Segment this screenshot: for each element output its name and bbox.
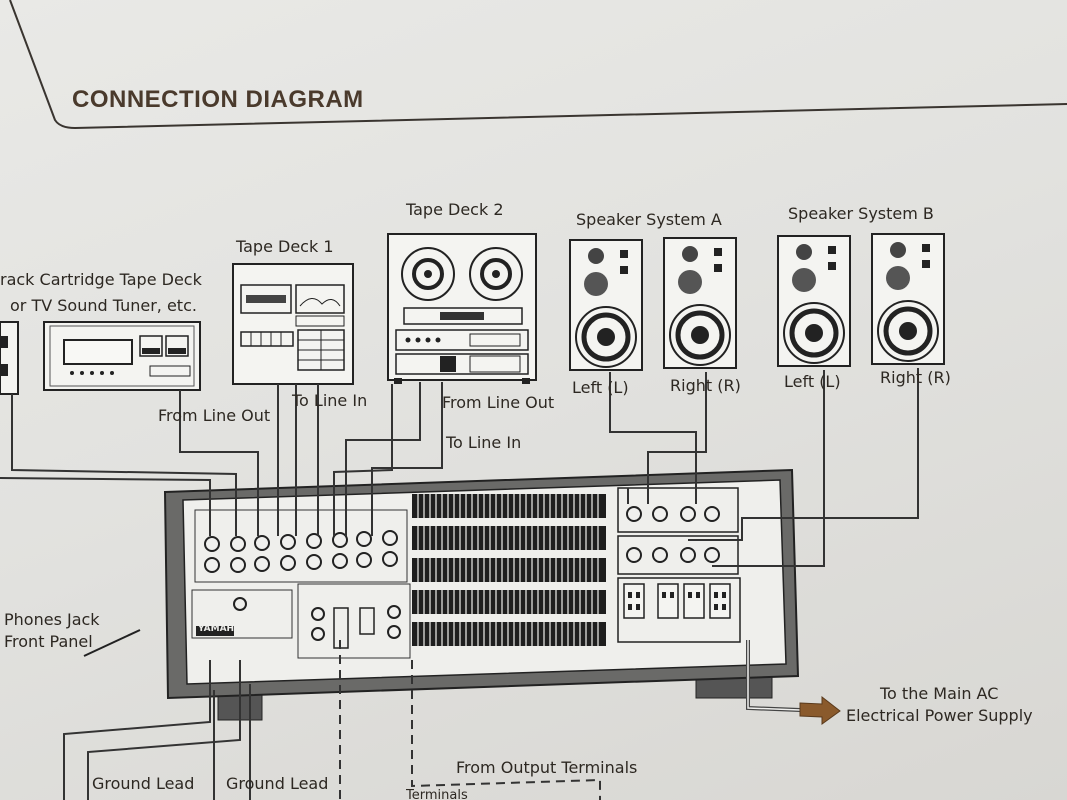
phones-jack-pointer: [83, 629, 141, 657]
terminals-partial-label: Terminals: [406, 788, 468, 800]
dashed-wires: [339, 640, 601, 800]
to-line-in-label-2: To Line In: [446, 433, 522, 452]
ground-lead-label-2: Ground Lead: [226, 774, 329, 793]
ground-lead-label-1: Ground Lead: [92, 774, 195, 793]
cartridge-label-line2: or TV Sound Tuner, etc.: [10, 296, 197, 315]
signal-wires: [0, 368, 919, 800]
tape-deck-2-label: Tape Deck 2: [406, 200, 504, 219]
speaker-a-left-label: Left (L): [572, 378, 629, 397]
phones-jack-label-line1: Phones Jack: [4, 610, 100, 629]
speaker-system-b-label: Speaker System B: [788, 204, 934, 223]
speaker-b-right: [871, 233, 945, 365]
power-label-line2: Electrical Power Supply: [846, 706, 1033, 725]
cartridge-label-line1: rack Cartridge Tape Deck: [0, 270, 202, 289]
brand-label: YAMAHA: [198, 624, 242, 634]
speaker-system-a-label: Speaker System A: [576, 210, 722, 229]
tape-deck-2: [387, 233, 537, 384]
speaker-terminals: [626, 506, 720, 563]
heat-sink-vents: [412, 494, 606, 646]
page-border: [9, 0, 1067, 130]
partial-device-left: [0, 321, 19, 395]
phones-jack-label-line2: Front Panel: [4, 632, 93, 651]
tape-deck-1-label: Tape Deck 1: [236, 237, 334, 256]
speaker-a-right: [663, 237, 737, 369]
speaker-b-left: [777, 235, 851, 367]
power-label-line1: To the Main AC: [880, 684, 999, 703]
speaker-a-right-label: Right (R): [670, 376, 741, 395]
output-terminals-label: From Output Terminals: [456, 758, 638, 777]
from-line-out-label-1: From Line Out: [158, 406, 271, 425]
page-title: CONNECTION DIAGRAM: [72, 86, 364, 113]
to-line-in-label-1: To Line In: [292, 391, 368, 410]
cartridge-deck: [43, 321, 201, 391]
from-line-out-label-2: From Line Out: [442, 393, 555, 412]
speaker-b-right-label: Right (R): [880, 368, 951, 387]
speaker-b-left-label: Left (L): [784, 372, 841, 391]
power-arrow: [799, 695, 841, 725]
speaker-a-left: [569, 239, 643, 371]
amplifier-rear-panel: [163, 468, 800, 721]
input-jacks: [204, 530, 398, 573]
tape-deck-1: [232, 263, 354, 385]
